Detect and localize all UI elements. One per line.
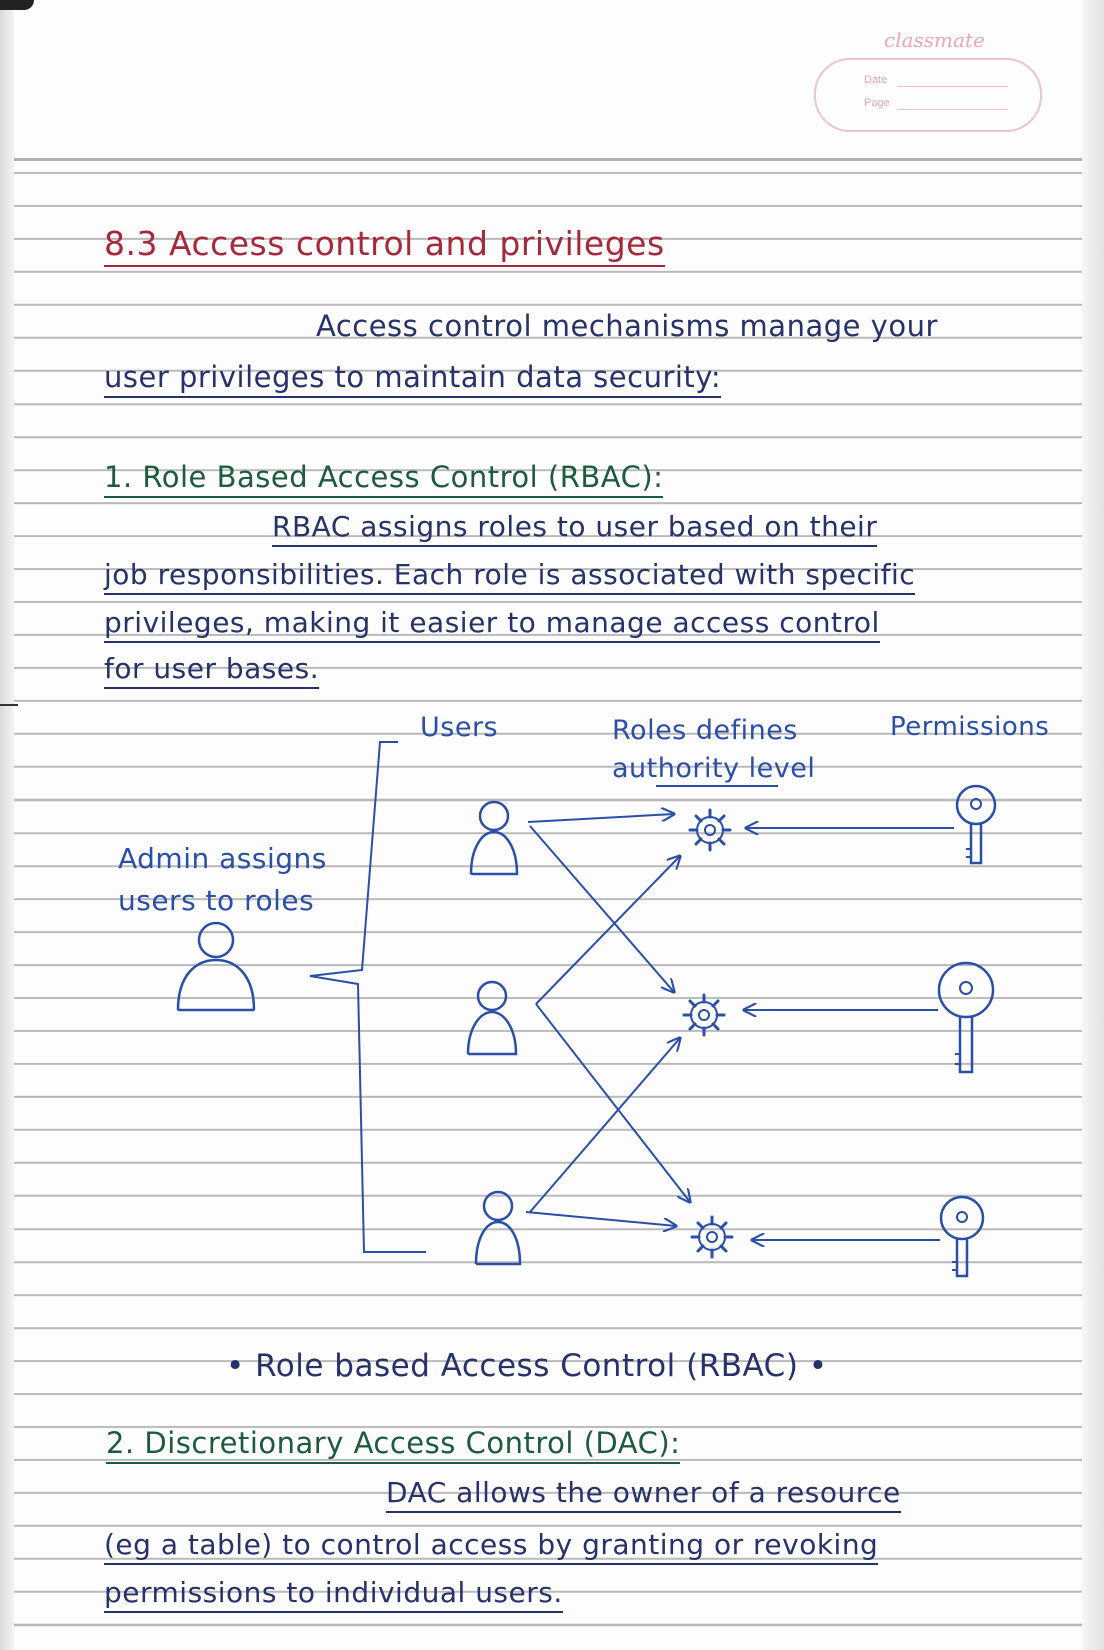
key-icon — [939, 1195, 985, 1278]
arrow-user3-role3 — [525, 1211, 676, 1226]
intro-line: user privileges to maintain data securit… — [104, 360, 722, 398]
page-right-edge — [1082, 0, 1104, 1650]
page-label: Page — [864, 97, 890, 109]
dac-heading: 2. Discretionary Access Control (DAC): — [106, 1426, 681, 1464]
rbac-heading-text: 1. Role Based Access Control (RBAC): — [104, 460, 664, 498]
date-line — [898, 86, 1008, 87]
key-icon — [937, 961, 995, 1074]
page-corner — [0, 0, 34, 10]
stationery-logo: classmate Date Page — [814, 28, 1044, 138]
user-group-bracket — [309, 741, 426, 1253]
arrow-user1-role1 — [527, 814, 674, 823]
dac-body-line: (eg a table) to control access by granti… — [104, 1528, 879, 1565]
rbac-heading: 1. Role Based Access Control (RBAC): — [104, 460, 664, 498]
key-icon — [955, 784, 997, 865]
section-title: 8.3 Access control and privileges — [104, 224, 665, 267]
rbac-body-line: for user bases. — [104, 652, 320, 689]
gear-icon — [682, 993, 726, 1037]
brand-name: classmate — [884, 28, 985, 52]
arrow-user2-role1 — [535, 856, 680, 1005]
date-page-frame — [814, 58, 1042, 132]
admin-user-icon — [176, 921, 256, 1012]
section-title-text: 8.3 Access control and privileges — [104, 224, 665, 267]
page-left-edge — [0, 0, 14, 1650]
arrow-user1-role2 — [529, 825, 674, 992]
page-number-line — [898, 109, 1008, 110]
dac-body-text: DAC allows the owner of a resource — [386, 1476, 901, 1513]
intro-line-text: user privileges to maintain data securit… — [104, 360, 722, 398]
user-icon — [466, 980, 518, 1056]
rbac-body-text: privileges, making it easier to manage a… — [104, 606, 880, 643]
rbac-body-text: job responsibilities. Each role is assoc… — [104, 558, 916, 595]
page-header-area — [0, 0, 1104, 160]
header-rule — [12, 158, 1084, 161]
rbac-body-line: RBAC assigns roles to user based on thei… — [272, 510, 878, 547]
page-edge-mark — [0, 704, 18, 706]
gear-icon — [688, 808, 732, 852]
dac-body-text: permissions to individual users. — [104, 1576, 563, 1613]
rbac-body-text: RBAC assigns roles to user based on thei… — [272, 510, 878, 547]
arrow-user3-role2 — [529, 1038, 680, 1213]
date-label: Date — [864, 74, 888, 86]
admin-label: Admin assigns users to roles — [118, 842, 327, 917]
rbac-body-line: privileges, making it easier to manage a… — [104, 606, 880, 643]
dac-heading-text: 2. Discretionary Access Control (DAC): — [106, 1426, 681, 1464]
users-column-label: Users — [420, 712, 499, 743]
dac-body-line: DAC allows the owner of a resource — [386, 1476, 901, 1513]
roles-column-label: Roles defines authority level — [612, 715, 816, 784]
arrow-user2-role3 — [535, 1003, 690, 1202]
permissions-column-label: Permissions — [890, 712, 1050, 742]
intro-line: Access control mechanisms manage your — [316, 309, 938, 343]
rbac-body-text: for user bases. — [104, 652, 320, 689]
dac-body-text: (eg a table) to control access by granti… — [104, 1528, 879, 1565]
diagram-caption: • Role based Access Control (RBAC) • — [226, 1348, 828, 1384]
user-icon — [469, 800, 519, 876]
user-icon — [474, 1190, 522, 1266]
gear-icon — [690, 1215, 734, 1259]
dac-body-line: permissions to individual users. — [104, 1576, 563, 1613]
rbac-body-line: job responsibilities. Each role is assoc… — [104, 558, 916, 595]
